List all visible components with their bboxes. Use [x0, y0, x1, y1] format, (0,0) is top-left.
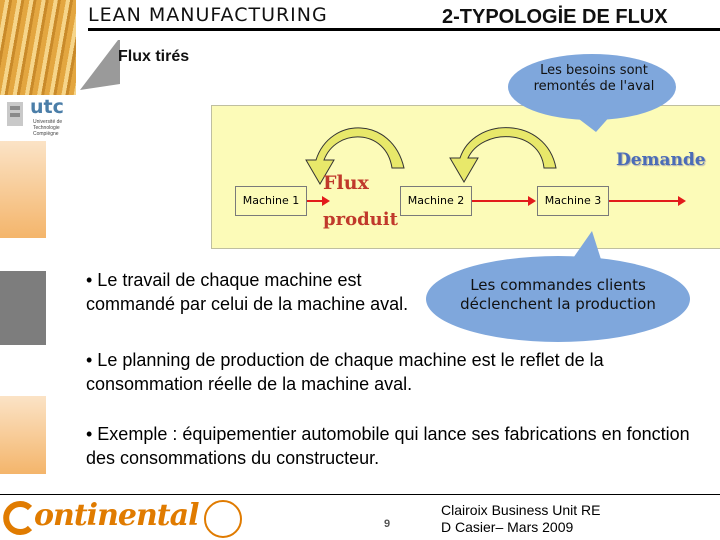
bullet-3: • Exemple : équipementier automobile qui… — [86, 424, 690, 468]
curved-arrow-left — [305, 127, 405, 185]
callout-top-text: Les besoins sont remontés de l'aval — [533, 63, 655, 94]
demande-label: Demande — [616, 150, 706, 170]
flux-label: Flux — [323, 172, 369, 194]
course-title: LEAN MANUFACTURING — [88, 4, 328, 26]
sidebar-tile-orange — [0, 141, 46, 238]
callout-bottom-text: Les commandes clients déclenchent la pro… — [460, 276, 656, 313]
bullet-1: • Le travail de chaque machine est comma… — [86, 270, 409, 314]
callout-top-bubble — [508, 54, 676, 120]
continental-c-icon — [3, 501, 33, 535]
sidebar-tile-gray — [0, 271, 46, 345]
utc-logo-icon — [7, 102, 23, 126]
machine-1-box: Machine 1 — [235, 186, 307, 216]
utc-logo-text: utc — [30, 96, 64, 118]
flux-tires-label: Flux tirés — [118, 48, 190, 65]
horse-emblem-icon — [204, 500, 242, 538]
callout-bottom-bubble — [426, 256, 690, 342]
machine-3-box: Machine 3 — [537, 186, 609, 216]
footer-credit: Clairoix Business Unit RE D Casier– Mars… — [441, 502, 601, 536]
produit-label: produit — [323, 209, 398, 230]
bullet-2: • Le planning de production de chaque ma… — [86, 350, 604, 394]
utc-subtitle: Université de Technologie Compiègne — [33, 119, 63, 137]
machine-2-box: Machine 2 — [400, 186, 472, 216]
curved-arrow-right — [449, 127, 557, 183]
sidebar-tile-orange-2 — [0, 396, 46, 474]
wedge-decoration — [80, 40, 120, 90]
footer-line-2: D Casier– Mars 2009 — [441, 519, 574, 535]
footer-rule — [0, 494, 720, 495]
slide-title: 2-TYPOLOGİE DE FLUX — [442, 6, 668, 28]
footer-line-1: Clairoix Business Unit RE — [441, 502, 601, 518]
callout-top-tail — [575, 114, 612, 132]
title-underline — [88, 28, 720, 31]
page-number: 9 — [384, 518, 391, 530]
factory-photo — [0, 0, 76, 95]
continental-logo-text: ontinental — [34, 498, 199, 533]
